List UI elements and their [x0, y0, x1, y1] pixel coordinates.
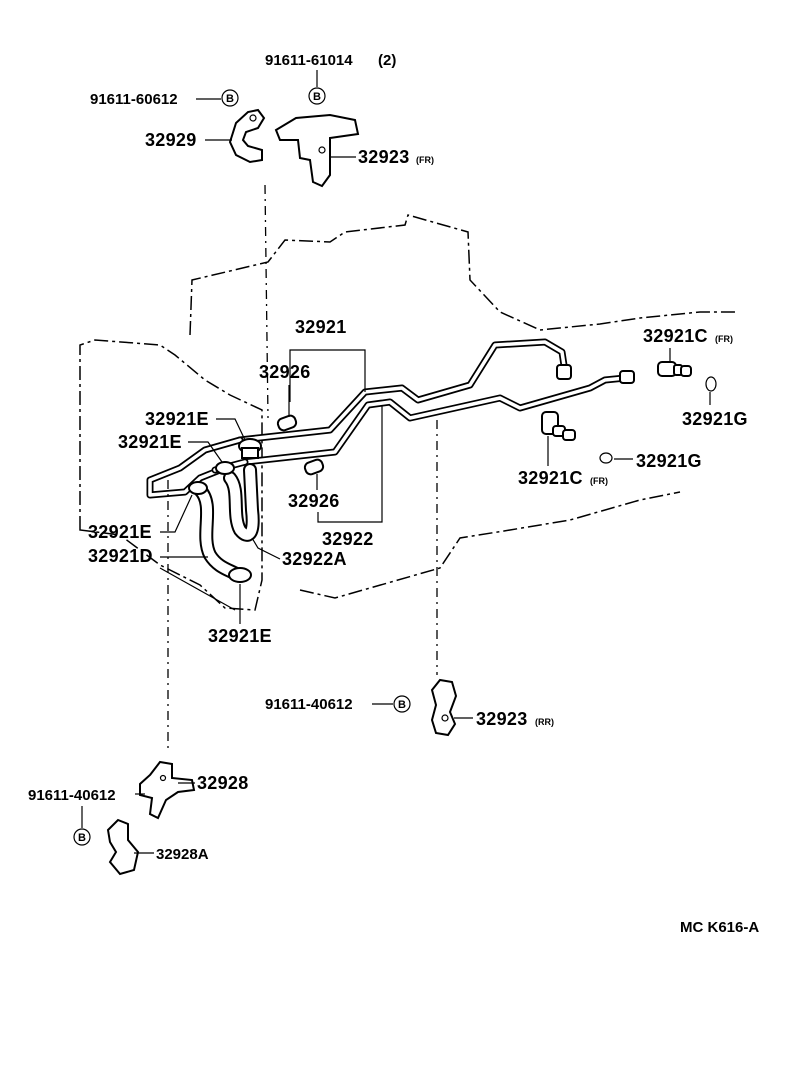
bracket-32923-rr[interactable] — [430, 678, 458, 737]
label-32923-rr-sub: (RR) — [535, 717, 554, 727]
hose-32926-top[interactable] — [276, 414, 298, 432]
fuel-pipe-32922[interactable] — [241, 374, 629, 466]
label-91611-60612: 91611-60612 — [90, 91, 178, 108]
label-32929: 32929 — [145, 130, 197, 150]
engine-outline — [79, 214, 735, 611]
label-32921c-fr-bottom-sub: (FR) — [590, 476, 608, 486]
label-32921c-fr-bottom: 32921C — [518, 468, 583, 488]
bolt-marker-b-top-left: B — [221, 89, 239, 107]
label-91611-61014: 91611-61014 — [265, 52, 353, 69]
label-32923-fr: 32923 — [358, 147, 410, 167]
label-32921e-4: 32921E — [208, 626, 272, 646]
svg-text:B: B — [226, 93, 234, 105]
bolt-marker-b-top-center: B — [308, 87, 326, 105]
clamp-32921e-top[interactable] — [238, 438, 262, 459]
bracket-32928[interactable] — [139, 760, 196, 820]
label-91611-40612-mid: 91611-40612 — [265, 696, 353, 713]
label-32921g-top: 32921G — [682, 409, 748, 429]
label-32921e-2: 32921E — [118, 432, 182, 452]
label-32921c-fr-top-sub: (FR) — [715, 334, 733, 344]
label-91611-61014-qty: (2) — [378, 52, 396, 69]
label-32921e-3: 32921E — [88, 522, 152, 542]
svg-text:B: B — [398, 699, 406, 711]
label-32921: 32921 — [295, 317, 347, 337]
label-32922: 32922 — [322, 529, 374, 549]
bracket-32929[interactable] — [228, 108, 266, 164]
label-32921g-bottom: 32921G — [636, 451, 702, 471]
label-91611-40612-left: 91611-40612 — [28, 787, 116, 804]
bolt-marker-b-mid: B — [393, 695, 411, 713]
fitting-32921c-fr-top[interactable] — [657, 361, 692, 377]
label-32921c-fr-top: 32921C — [643, 326, 708, 346]
label-32926-bottom: 32926 — [288, 491, 340, 511]
diagram-code: MC K616-A — [680, 919, 759, 936]
pipe-end-fitting-lower — [619, 370, 635, 384]
bolt-marker-b-left: B — [73, 828, 91, 846]
washer-32921g-top[interactable] — [705, 376, 717, 392]
bracket-32928a[interactable] — [106, 818, 140, 876]
label-32923-fr-sub: (FR) — [416, 155, 434, 165]
fuel-pipe-32921[interactable] — [236, 338, 569, 444]
clamp-32921e-bottom[interactable] — [228, 567, 252, 583]
hose-32921d[interactable] — [193, 483, 245, 582]
bracket-32923-fr[interactable] — [274, 113, 360, 188]
label-32922a: 32922A — [282, 549, 347, 569]
hose-32926-bottom[interactable] — [303, 458, 325, 476]
svg-text:B: B — [78, 832, 86, 844]
label-32923-rr: 32923 — [476, 709, 528, 729]
svg-text:B: B — [313, 91, 321, 103]
mount-line-top — [264, 184, 269, 419]
hose-32922a[interactable] — [223, 463, 260, 542]
pipe-end-fitting-upper — [556, 364, 572, 380]
clamp-32921e-mid[interactable] — [215, 461, 235, 475]
label-32921e-1: 32921E — [145, 409, 209, 429]
clamp-32921e-left[interactable] — [188, 481, 208, 495]
washer-32921g-bottom[interactable] — [599, 452, 613, 464]
label-32928: 32928 — [197, 773, 249, 793]
label-32926-top: 32926 — [259, 362, 311, 382]
fitting-32921c-fr-bottom[interactable] — [541, 411, 576, 441]
label-32921d: 32921D — [88, 546, 153, 566]
label-32928a: 32928A — [156, 846, 209, 863]
